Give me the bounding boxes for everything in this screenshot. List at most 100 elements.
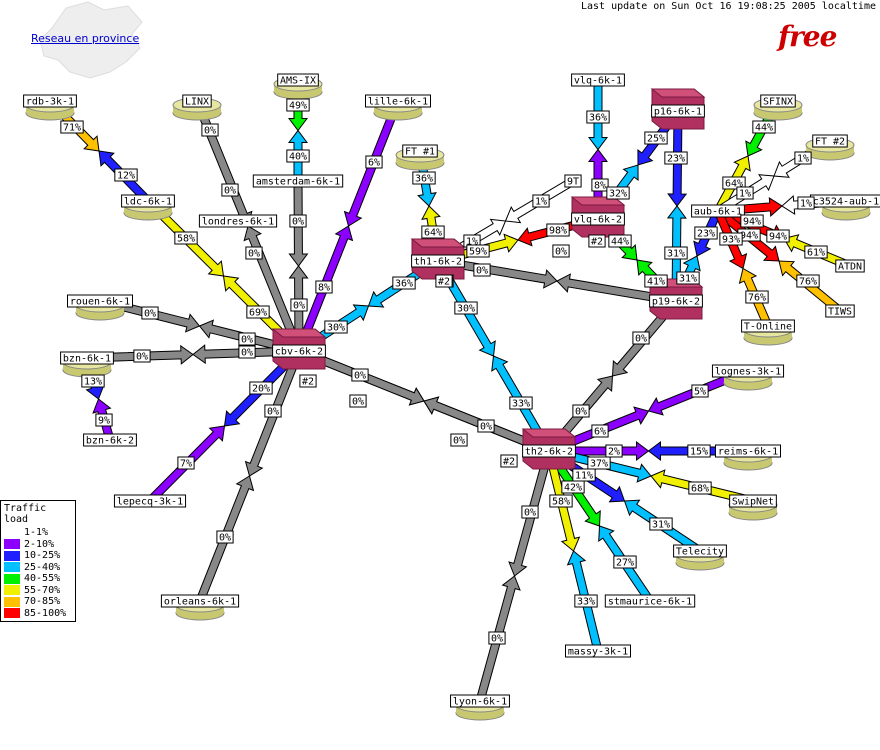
node-label-box [729, 494, 777, 508]
link-load-label: 0% [521, 505, 539, 519]
node-atdn[interactable]: ATDN [835, 259, 865, 273]
node-lille[interactable]: lille-6k-1 [365, 94, 431, 121]
link-load-label-text: 15% [690, 447, 708, 458]
node-bzn2[interactable]: bzn-6k-2 [83, 433, 137, 447]
node-label: AMS-IX [277, 73, 319, 87]
link-load-label-text: 58% [552, 497, 570, 508]
node-londres[interactable]: londres-6k-1 [198, 214, 278, 228]
link-load-label: 5% [691, 384, 709, 398]
link-load-label-text: 0% [354, 371, 366, 382]
node-bzn1[interactable]: bzn-6k-1 [60, 351, 114, 378]
node-amsterdam[interactable]: amsterdam-6k-1 [252, 174, 344, 188]
node-tag-box [435, 274, 453, 288]
link-load-label: 33% [574, 594, 598, 608]
node-cbv[interactable]: cbv-6k-2 [271, 328, 327, 370]
link-load-label-box [740, 214, 764, 228]
node-label: amsterdam-6k-1 [252, 174, 344, 188]
link-load-label: 0% [290, 298, 308, 312]
node-lognes[interactable]: lognes-3k-1 [711, 364, 785, 391]
node-label: rouen-6k-1 [67, 294, 133, 308]
node-amsix[interactable]: AMS-IX [273, 73, 323, 100]
node-tag-text: #2 [302, 377, 314, 388]
node-label-box [649, 294, 703, 308]
node-label: orleans-6k-1 [160, 594, 240, 608]
link-load-label-box [324, 320, 348, 334]
node-label-text: lepecq-3k-1 [117, 497, 183, 508]
legend-row: 10-25% [4, 550, 75, 562]
node-telecity[interactable]: Telecity [673, 544, 727, 571]
link-th2-lyon[interactable] [475, 449, 554, 703]
node-reims[interactable]: reims-6k-1 [715, 444, 781, 471]
link-load-label-text: 1% [466, 237, 478, 248]
link-load-label-text: 6% [594, 427, 606, 438]
node-rdb[interactable]: rdb-3k-1 [23, 94, 77, 121]
legend-label: 1-1% [24, 527, 49, 539]
link-load-label: 25% [644, 131, 668, 145]
link-load-label: 23% [664, 151, 688, 165]
node-linx[interactable]: LINX [172, 94, 222, 121]
node-label-text: p16-6k-1 [654, 107, 702, 118]
node-massy[interactable]: massy-3k-1 [565, 644, 631, 658]
node-tonline[interactable]: T-Online [741, 319, 795, 346]
link-load-label-text: 23% [697, 229, 715, 240]
node-label-text: reims-6k-1 [718, 447, 778, 458]
node-swipnet[interactable]: SwipNet [728, 494, 778, 521]
legend-label: 10-25% [24, 550, 61, 562]
node-label-text: lyon-6k-1 [453, 697, 507, 708]
node-ft2[interactable]: FT_#2 [805, 134, 855, 161]
link-load-label: 0% [473, 263, 491, 277]
node-rouen[interactable]: rouen-6k-1 [67, 294, 133, 321]
link-load-label-box [114, 168, 138, 182]
link-load-label-text: 94% [740, 231, 758, 242]
node-ft1[interactable]: FT_#1 [395, 144, 445, 171]
node-label-text: londres-6k-1 [202, 217, 274, 228]
node-vlq2[interactable]: vlq-6k-2 [570, 196, 626, 238]
node-lepecq[interactable]: lepecq-3k-1 [113, 494, 187, 508]
node-orleans[interactable]: orleans-6k-1 [160, 594, 240, 621]
node-aub[interactable]: aub-6k-1 [691, 204, 745, 218]
link-load-label: 0% [238, 345, 256, 359]
node-ninet[interactable]: 9T [564, 174, 582, 188]
node-label: lepecq-3k-1 [113, 494, 187, 508]
node-c3524[interactable]: c3524-aub-1 [809, 194, 880, 221]
node-lyon[interactable]: lyon-6k-1 [450, 694, 510, 721]
node-label: vlq-6k-1 [571, 73, 625, 87]
node-label-box [365, 94, 431, 108]
link-load-label-text: 0% [352, 397, 364, 408]
province-network-link[interactable]: Reseau en province [31, 32, 140, 45]
node-label: TIWS [825, 304, 855, 318]
link-load-label-box [454, 301, 478, 315]
node-label-box [564, 174, 582, 188]
link-cbv-lepecq[interactable] [146, 347, 303, 505]
node-label-text: FT_#2 [815, 137, 845, 148]
node-stmaurice[interactable]: stmaurice-6k-1 [604, 594, 696, 608]
node-th2[interactable]: th2-6k-2 [521, 428, 577, 470]
link-load-label: 0% [238, 332, 256, 346]
node-tag: #2 [588, 234, 606, 248]
router-icon-top [521, 428, 577, 438]
link-load-label: 68% [688, 481, 712, 495]
node-ldc[interactable]: ldc-6k-1 [121, 194, 175, 221]
node-label-box [711, 364, 785, 378]
node-label-box [402, 144, 438, 158]
link-load-label-text: 27% [616, 558, 634, 569]
node-sfinx[interactable]: SFINX [753, 94, 803, 121]
link-load-label-box [238, 332, 256, 346]
node-tiws[interactable]: TIWS [825, 304, 855, 318]
link-load-label-text: 58% [177, 234, 195, 245]
link-load-label: 76% [796, 274, 820, 288]
link-load-label-box [766, 229, 790, 243]
node-label: aub-6k-1 [691, 204, 745, 218]
node-p16[interactable]: p16-6k-1 [650, 88, 706, 130]
node-label-box [825, 304, 855, 318]
link-load-label-text: 5% [694, 387, 706, 398]
node-th1[interactable]: th1-6k-2 [410, 238, 466, 280]
link-load-label-text: 68% [691, 484, 709, 495]
link-load-label-text: 76% [799, 277, 817, 288]
link-load-label: 8% [315, 280, 333, 294]
node-vlq1[interactable]: vlq-6k-1 [571, 73, 625, 87]
link-load-label-box [797, 196, 815, 210]
link-bzn1-cbv[interactable] [86, 344, 300, 365]
link-load-label-box [606, 186, 630, 200]
node-label-box [651, 104, 705, 118]
